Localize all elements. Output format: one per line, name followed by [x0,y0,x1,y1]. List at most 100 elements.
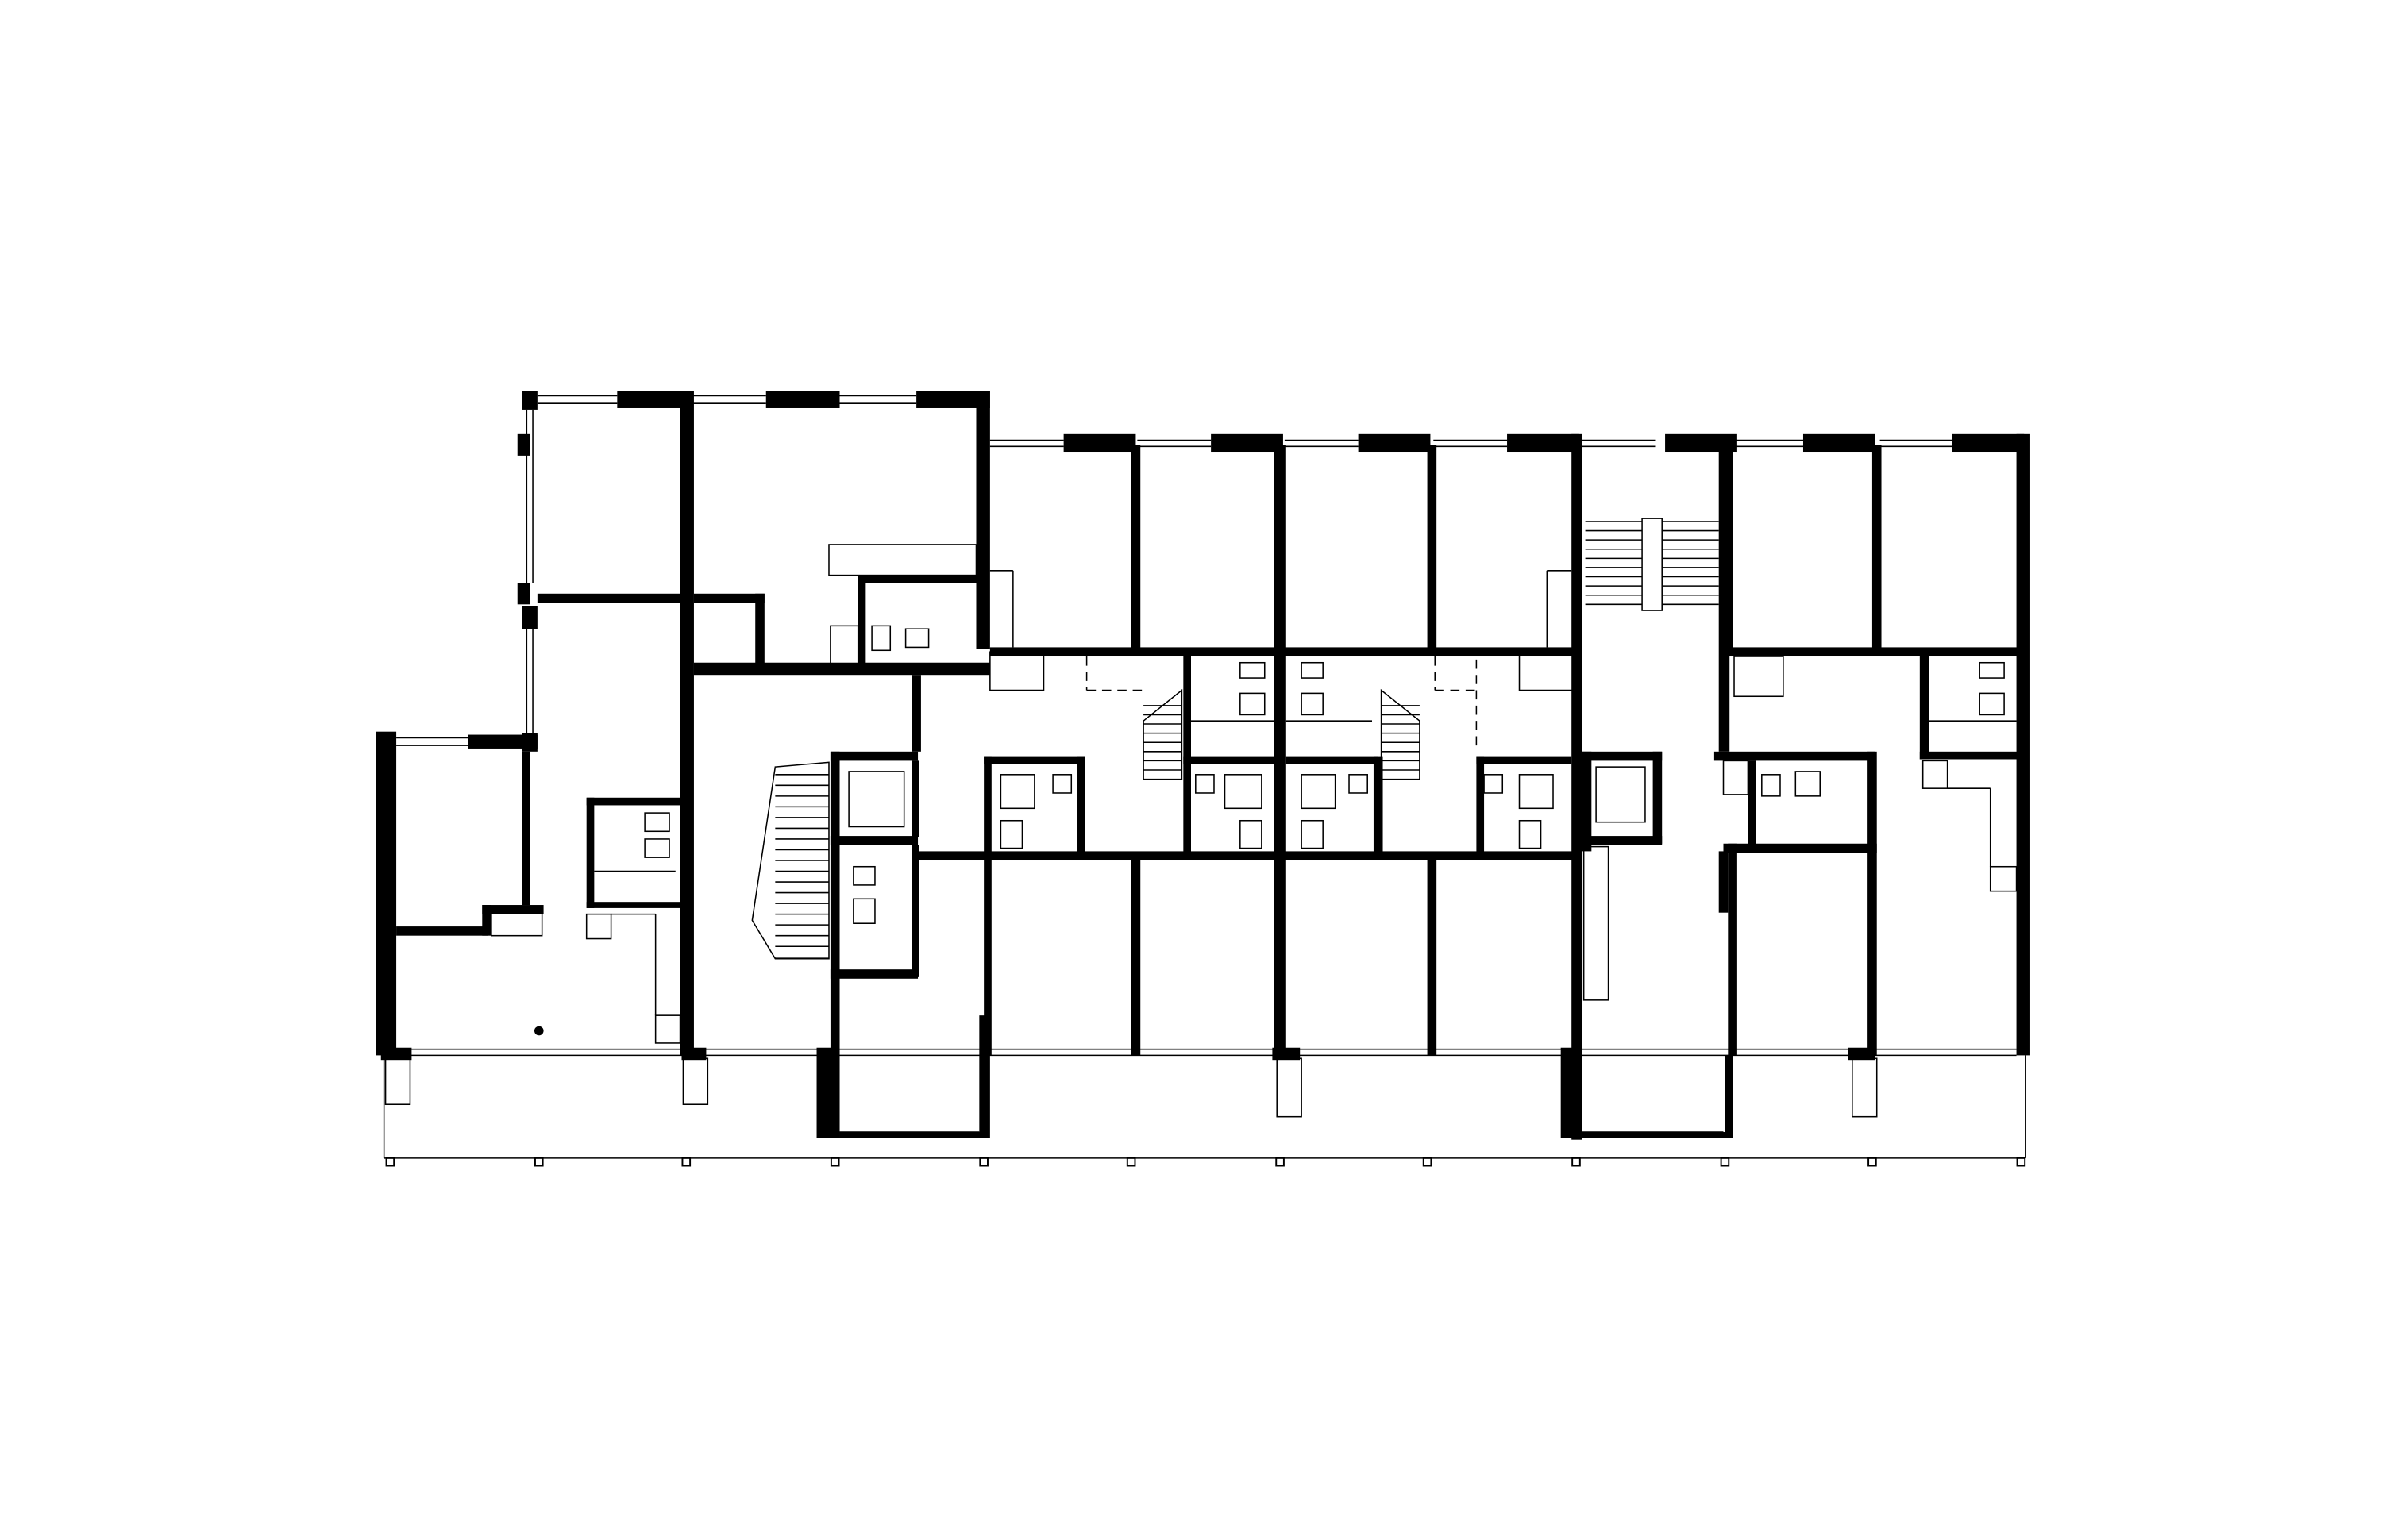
fixture [1722,760,1749,795]
fixture [1301,819,1324,849]
column [979,1157,989,1167]
wall [765,391,840,408]
wall [517,433,530,456]
stairs [751,521,1719,960]
wall [1848,1047,1875,1061]
wall [2016,433,2030,1056]
fixture [853,865,876,886]
wall [1713,751,1875,761]
wall [680,391,694,1056]
fixture [1000,819,1023,849]
wall [912,675,921,752]
wall [1652,751,1663,844]
fixture [853,898,876,924]
wall [468,734,538,749]
fixture [1518,651,1574,691]
fixture [644,812,670,833]
wall [1476,756,1485,860]
walls [376,391,2030,1140]
planter [384,1057,411,1106]
fixture [644,838,670,858]
fixture [1348,774,1368,794]
wall [1077,756,1085,857]
column [1275,1157,1285,1167]
counter [828,544,977,576]
fixture [1239,819,1262,849]
column [1720,1157,1730,1167]
wall [984,860,992,1056]
fixture [871,625,892,652]
fixture [1301,692,1324,716]
stair-outline [1143,688,1183,780]
wall [830,751,840,1138]
column [2016,1157,2026,1167]
wall [1582,751,1592,852]
wall [1582,1132,1729,1138]
wall [1802,433,1875,453]
wall [1718,851,1729,913]
wall [1427,860,1437,1056]
wall [522,733,538,752]
fixture [585,913,612,940]
column [830,1157,840,1167]
wall [1725,1055,1733,1138]
column [1422,1157,1432,1167]
fixture [1483,774,1504,794]
wall [816,1047,840,1138]
wall [537,593,680,603]
fixture [1052,774,1073,794]
wall [1063,433,1136,453]
balcony-columns [385,1026,2026,1167]
wall [1919,751,2026,760]
wall [617,391,687,408]
wall [1131,860,1141,1056]
wall [1723,647,2026,657]
wall [1427,445,1437,653]
wall [586,902,682,908]
wall [517,583,530,605]
wall [1183,652,1191,860]
stair-outline [751,761,830,960]
wall [1373,756,1383,860]
wall [1718,445,1730,752]
fixture [1000,774,1035,810]
column [385,1157,395,1167]
fixture [989,651,1045,691]
wall [984,756,1085,764]
fixture [1195,774,1215,794]
wall [858,575,866,668]
wall [396,926,489,936]
planter [1276,1057,1302,1118]
wall [918,851,1581,861]
planter [1852,1057,1878,1118]
wall [912,845,919,977]
wall [376,731,397,1056]
stair-outline [1380,688,1420,780]
wall [1507,433,1579,453]
wall [586,797,595,908]
column [681,1157,692,1167]
wall [1560,1047,1582,1138]
wall [522,751,530,906]
wall [380,1047,412,1061]
column [534,1157,544,1167]
wall [830,751,919,761]
planter [682,1057,709,1106]
wall [522,606,538,629]
fixture [904,628,930,649]
wall [830,836,919,845]
fixture [1979,661,2005,679]
fixture [1518,819,1542,849]
wall [681,1047,707,1061]
shower [1595,766,1646,823]
column [1867,1157,1877,1167]
wall [586,797,682,806]
fixture [1582,845,1609,1001]
fixture [1301,661,1324,679]
wall [1183,756,1279,764]
wall [1285,756,1378,764]
fixture [830,625,859,665]
fixture [1224,774,1262,810]
wall [830,969,919,979]
